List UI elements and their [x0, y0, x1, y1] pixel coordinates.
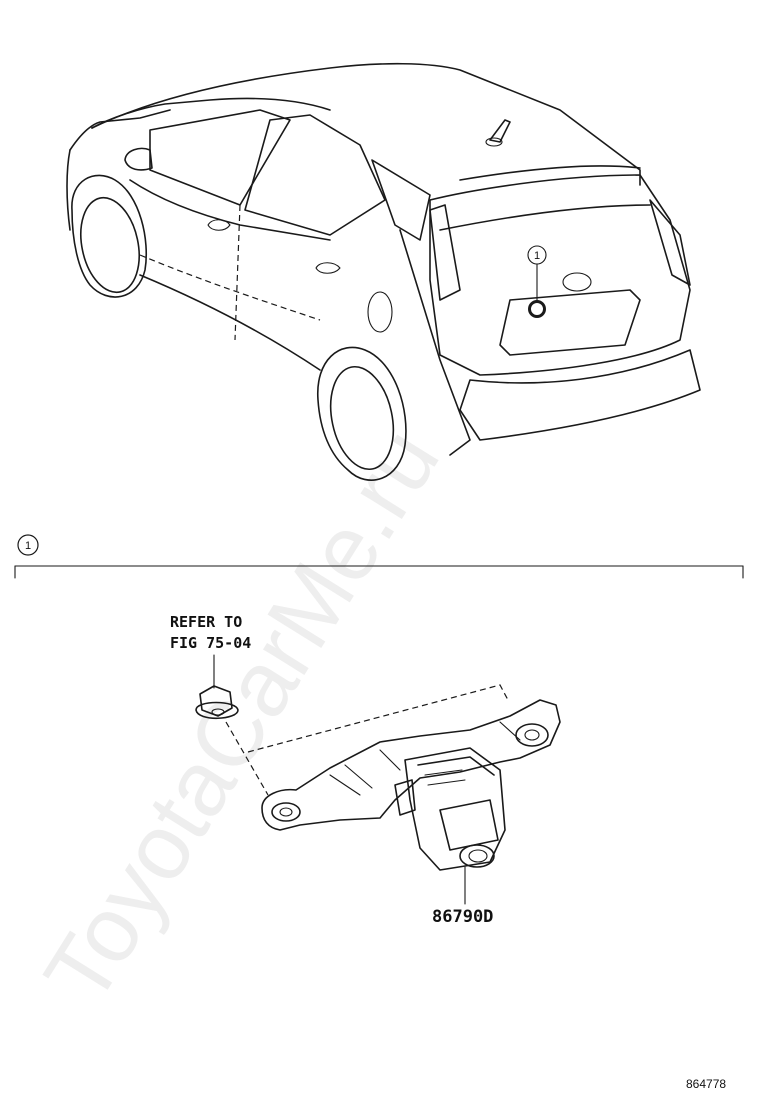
refer-label-line1: REFER TO [170, 613, 242, 631]
watermark-text: ToyotaCarMe.ru [25, 412, 458, 1021]
callout-marker-top: 1 [534, 250, 540, 262]
flange-nut-illustration [195, 685, 239, 720]
illustration-id: 864778 [686, 1077, 726, 1091]
section-header: 1 [14, 534, 744, 579]
refer-label-line2: FIG 75-04 [170, 634, 251, 652]
section-marker: 1 [25, 540, 31, 552]
car-illustration: 1 [66, 62, 701, 481]
rear-camera-assembly [261, 699, 561, 905]
part-number-label: 86790D [432, 907, 493, 927]
